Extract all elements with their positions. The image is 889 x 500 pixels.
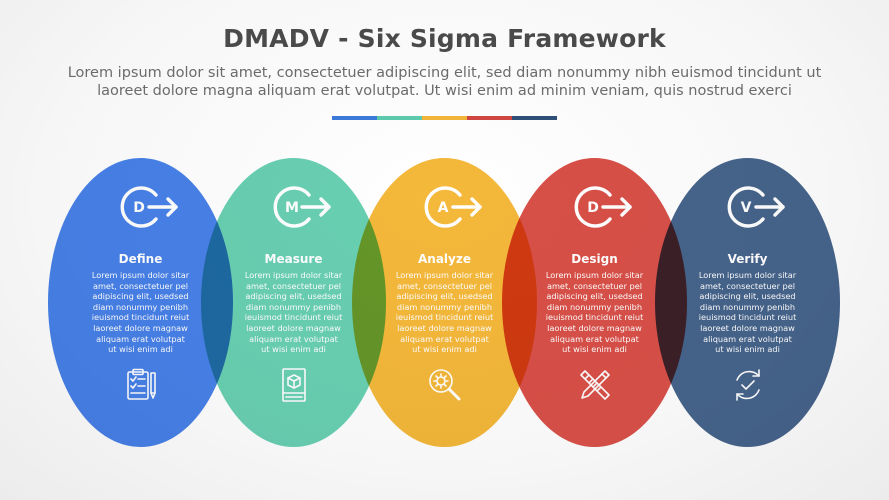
- letter-arrow-icon: M: [273, 186, 331, 228]
- stage-verify: V Verify Lorem ipsum dolor sitar amet, c…: [655, 158, 840, 447]
- divider-segment: [422, 116, 467, 120]
- gear-magnifier-icon: [429, 369, 461, 401]
- stage-letter: V: [741, 200, 752, 216]
- stage-description: Lorem ipsum dolor sitar amet, consectetu…: [698, 270, 797, 355]
- stage-description: Lorem ipsum dolor sitar amet, consectetu…: [395, 270, 494, 355]
- stage-description: Lorem ipsum dolor sitar amet, consectetu…: [91, 270, 190, 355]
- stage-name: Design: [571, 252, 618, 266]
- stage-measure: M Measure Lorem ipsum dolor sitar amet, …: [201, 158, 386, 447]
- stage-description: Lorem ipsum dolor sitar amet, consectetu…: [244, 270, 343, 355]
- clipboard-pencil-icon: [127, 368, 156, 400]
- stage-name: Analyze: [418, 252, 471, 266]
- divider-segment: [467, 116, 512, 120]
- stage-letter: M: [285, 200, 299, 216]
- letter-arrow-icon: D: [120, 186, 178, 228]
- check-cycle-icon: [736, 369, 760, 401]
- stage-description: Lorem ipsum dolor sitar amet, consectetu…: [545, 270, 644, 355]
- stage-name: Define: [118, 252, 163, 266]
- divider-segment: [512, 116, 557, 120]
- divider-segment: [332, 116, 377, 120]
- letter-arrow-icon: V: [727, 186, 785, 228]
- stage-letter: D: [133, 200, 145, 216]
- page-title: DMADV - Six Sigma Framework: [223, 24, 666, 53]
- pencil-ruler-icon: [580, 370, 610, 400]
- stage-letter: A: [438, 200, 449, 216]
- letter-arrow-icon: A: [424, 186, 482, 228]
- stage-letter: D: [587, 200, 599, 216]
- letter-arrow-icon: D: [574, 186, 632, 228]
- stage-name: Measure: [264, 252, 323, 266]
- book-cube-icon: [282, 368, 306, 402]
- divider-segment: [377, 116, 422, 120]
- color-divider: [332, 116, 557, 120]
- stage-name: Verify: [727, 252, 768, 266]
- page-subtitle: Lorem ipsum dolor sit amet, consectetuer…: [67, 65, 822, 99]
